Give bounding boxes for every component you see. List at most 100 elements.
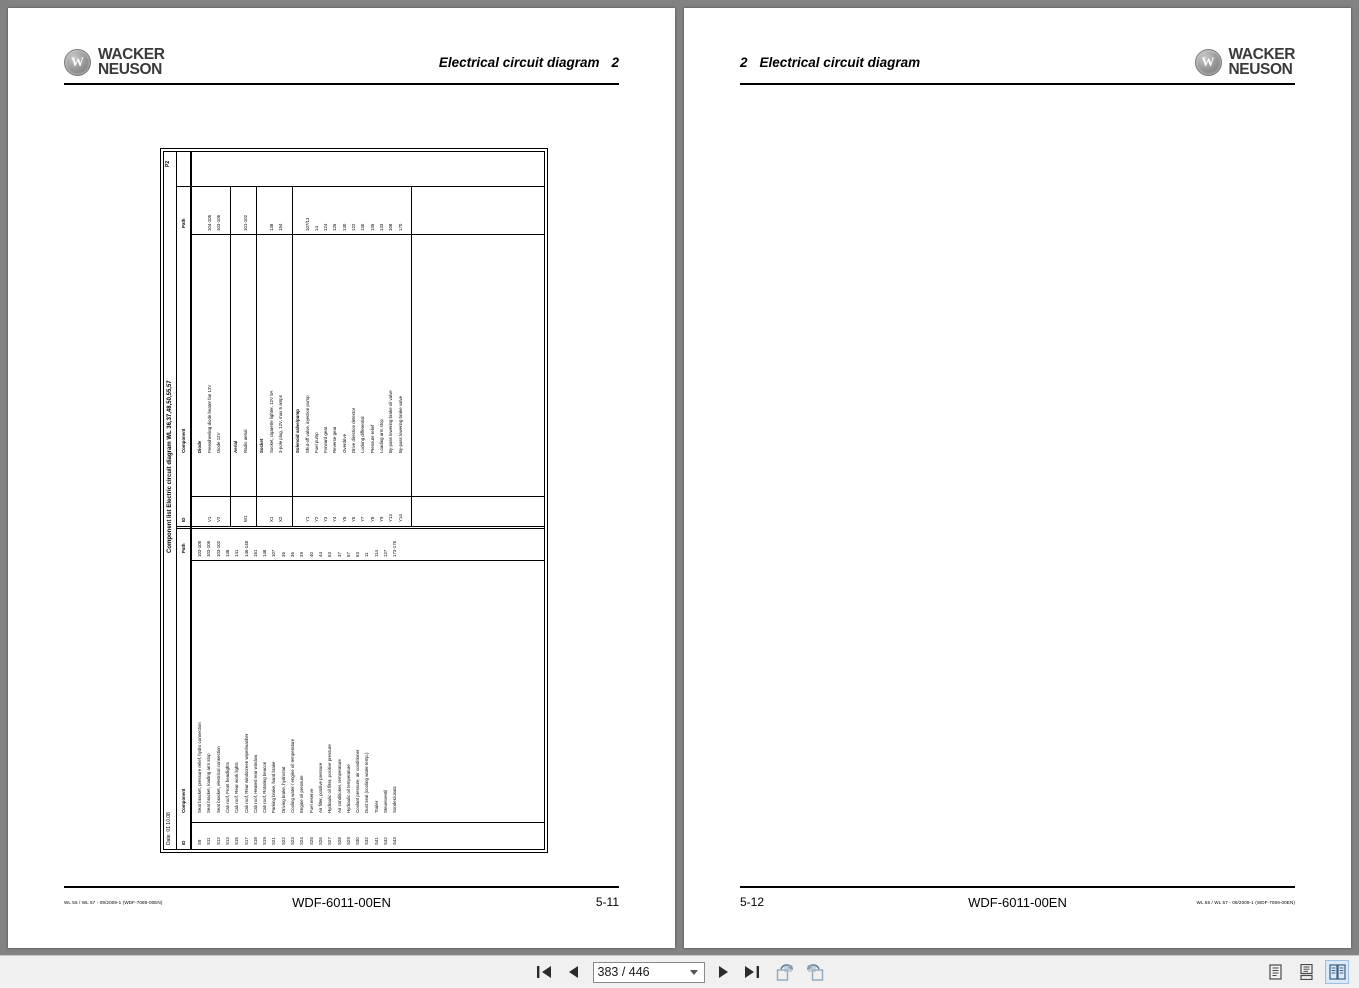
list-item: Forward gear bbox=[323, 426, 329, 453]
last-page-button[interactable] bbox=[743, 961, 763, 983]
list-item: S27 bbox=[327, 837, 333, 845]
first-page-button[interactable] bbox=[535, 961, 555, 983]
list-item: Engine oil pressure bbox=[299, 775, 305, 813]
list-item: Drive direction detector bbox=[351, 407, 356, 453]
list-item: S15 bbox=[234, 837, 240, 845]
footer-doc-left: WDF-6011-00EN bbox=[292, 894, 391, 910]
list-item: X2 bbox=[278, 516, 284, 522]
list-item: 44 bbox=[317, 552, 323, 557]
sheet-label: P2 bbox=[165, 160, 171, 167]
wacker-neuson-logo-icon-right: W bbox=[1194, 48, 1222, 76]
list-item: S41 bbox=[373, 837, 379, 845]
list-item: Socket, cigarette lighter, 12V 9A bbox=[268, 390, 274, 453]
wacker-neuson-logo-right: W WACKER NEUSON bbox=[1194, 47, 1296, 78]
list-item: 63 bbox=[355, 552, 361, 557]
list-item: 141 bbox=[234, 549, 240, 557]
list-item: S9 bbox=[197, 839, 202, 845]
header-rule-left bbox=[64, 83, 619, 86]
next-page-button[interactable] bbox=[714, 961, 734, 983]
pdf-page-right[interactable]: W WACKER NEUSON 2 Electrical circuit dia… bbox=[684, 8, 1351, 948]
viewer-toolbar: 383 / 446 bbox=[0, 955, 1359, 988]
list-item: 135 bbox=[369, 223, 375, 231]
list-item: Loading arm stop bbox=[378, 419, 384, 453]
list-item: S13 bbox=[224, 837, 230, 845]
wacker-neuson-logo-icon: W bbox=[64, 48, 91, 76]
list-item: Cab roof, Rear work lights bbox=[234, 762, 240, 813]
list-item: 103-102 bbox=[215, 540, 221, 557]
list-item: 107/13 bbox=[304, 217, 310, 231]
list-item: 130 bbox=[341, 223, 347, 231]
list-item: 103-106 bbox=[216, 214, 222, 231]
list-item: Freewheeling diode heater fan 12V bbox=[207, 384, 212, 453]
list-item: 101-102 bbox=[242, 214, 248, 231]
single-page-view-button[interactable] bbox=[1263, 960, 1287, 984]
two-page-view-button[interactable] bbox=[1325, 960, 1349, 984]
pdf-viewer-canvas: W WACKER NEUSON Electrical circuit diagr… bbox=[8, 8, 1351, 948]
list-item: Cab roof, Rear windscreen wiper/washer bbox=[243, 733, 249, 813]
list-item: Reverse gear bbox=[332, 426, 338, 453]
header-chapter-number: 2 bbox=[611, 54, 619, 70]
list-item: W1 bbox=[242, 515, 248, 522]
list-item: Trailer bbox=[373, 800, 379, 813]
list-item: 127 bbox=[383, 549, 388, 557]
list-item: Y5 bbox=[341, 516, 347, 522]
footer-doc-right: WDF-6011-00EN bbox=[968, 894, 1067, 910]
rotate-clockwise-button[interactable] bbox=[776, 961, 796, 983]
header-title-right: 2 Electrical circuit diagram bbox=[740, 55, 920, 70]
list-item: Driving brake, hydrostat bbox=[280, 766, 286, 813]
rotate-counterclockwise-button[interactable] bbox=[805, 961, 825, 983]
list-item: V2 bbox=[216, 516, 222, 522]
list-item: Y14 bbox=[397, 514, 403, 522]
header-title-text: Electrical circuit diagram bbox=[438, 54, 600, 70]
page-footer-left: WL 55 / WL 57 - 09/2009-1 (WDF-7089-00EN… bbox=[64, 892, 619, 912]
list-item: S43 bbox=[392, 837, 398, 845]
list-item: Cooling water / engine oil temperature bbox=[290, 738, 295, 813]
list-item: Parking brake, hand brake bbox=[271, 761, 277, 814]
list-item: Air filter, positive pressure bbox=[317, 762, 323, 813]
wacker-neuson-logo-text-right: WACKER NEUSON bbox=[1229, 47, 1296, 78]
list-group-header: Diode bbox=[197, 440, 202, 453]
list-item: 103-105 bbox=[197, 540, 202, 557]
list-item: Hydraulic oil filter, positive pressure bbox=[327, 744, 333, 813]
list-item: 57 bbox=[345, 552, 351, 557]
footer-meta-left: WL 55 / WL 57 - 09/2009-1 (WDF-7089-00EN… bbox=[64, 899, 163, 905]
list-item: Radio aerial bbox=[242, 429, 248, 453]
header-title-left: Electrical circuit diagram 2 bbox=[439, 55, 619, 70]
list-item: S26 bbox=[317, 837, 323, 845]
list-item: Y13 bbox=[388, 514, 394, 522]
list-item: 35 bbox=[280, 552, 286, 557]
page-number-combobox[interactable]: 383 / 446 bbox=[592, 961, 705, 983]
list-item: Y8 bbox=[369, 516, 375, 522]
col-header-id-left: ID bbox=[181, 840, 186, 845]
list-item: X1 bbox=[268, 516, 274, 522]
list-item: S23 bbox=[290, 837, 295, 845]
page-header-left: W WACKER NEUSON Electrical circuit diagr… bbox=[64, 40, 619, 84]
list-item: 122 bbox=[351, 223, 356, 231]
list-item: S42 bbox=[383, 837, 388, 845]
list-item: Diode 12V bbox=[216, 432, 222, 453]
list-item: 151 bbox=[252, 549, 258, 557]
header-title-text-right: Electrical circuit diagram bbox=[759, 54, 921, 70]
list-item: 114 bbox=[373, 550, 379, 557]
list-item: Y6 bbox=[351, 516, 356, 522]
list-item: Overdrive bbox=[341, 433, 347, 453]
list-item: 173-176 bbox=[392, 540, 398, 557]
page-header-right: W WACKER NEUSON 2 Electrical circuit dia… bbox=[740, 40, 1295, 84]
page-number-value: 383 / 446 bbox=[597, 965, 650, 979]
page-footer-right: WL 55 / WL 57 - 09/2009-1 (WDF-7089-00EN… bbox=[740, 892, 1295, 912]
component-list-sheet: Component list Electric circuit diagram … bbox=[160, 148, 548, 853]
list-item: Cab roof, Front headlights bbox=[224, 762, 230, 813]
continuous-page-view-button[interactable] bbox=[1294, 960, 1318, 984]
col-header-path-right: Path bbox=[181, 218, 186, 228]
chevron-down-icon[interactable] bbox=[689, 969, 698, 975]
list-group-header: Solenoid valve/pump bbox=[294, 409, 300, 453]
list-item: S12 bbox=[215, 837, 221, 845]
list-item: 148 bbox=[262, 549, 268, 557]
pdf-page-left[interactable]: W WACKER NEUSON Electrical circuit diagr… bbox=[8, 8, 675, 948]
list-item: S28 bbox=[336, 837, 342, 845]
list-item: 130 bbox=[360, 223, 366, 231]
list-item: S29 bbox=[345, 837, 351, 845]
previous-page-button[interactable] bbox=[564, 961, 584, 983]
list-item: S21 bbox=[271, 837, 277, 845]
brand-line-1: WACKER bbox=[98, 46, 165, 63]
